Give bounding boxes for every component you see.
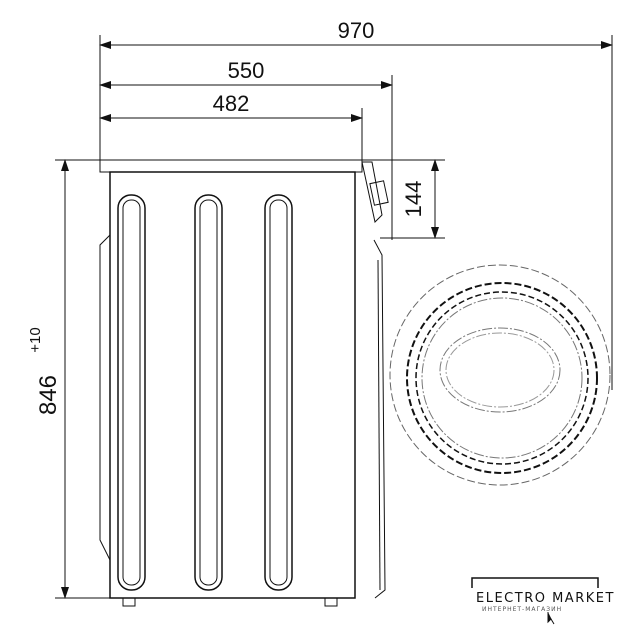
cursor-icon: [547, 612, 555, 625]
dim-label-970: 970: [338, 18, 375, 43]
foot-rear: [122, 597, 136, 607]
front-door-edge: [373, 239, 386, 599]
dim-label-846: 846: [35, 375, 62, 415]
dim-label-482: 482: [213, 91, 250, 116]
top-panel: [99, 159, 363, 173]
control-panel: [361, 161, 383, 224]
rear-edge: [99, 234, 111, 561]
watermark-subtitle: ИНТЕРНЕТ-МАГАЗИН: [482, 606, 563, 613]
vent-2: [194, 194, 223, 591]
vent-3: [264, 194, 293, 591]
vent-1: [117, 194, 146, 591]
foot-front: [324, 597, 338, 607]
dim-label-144: 144: [401, 181, 426, 218]
machine-body: [109, 171, 356, 599]
dim-label-tolerance: +10: [27, 327, 44, 352]
dim-label-550: 550: [228, 58, 265, 83]
knob: [369, 180, 389, 206]
watermark-brand: ELECTRO MARKET: [476, 591, 615, 606]
open-door: [389, 264, 611, 486]
watermark-frame: [471, 577, 599, 588]
